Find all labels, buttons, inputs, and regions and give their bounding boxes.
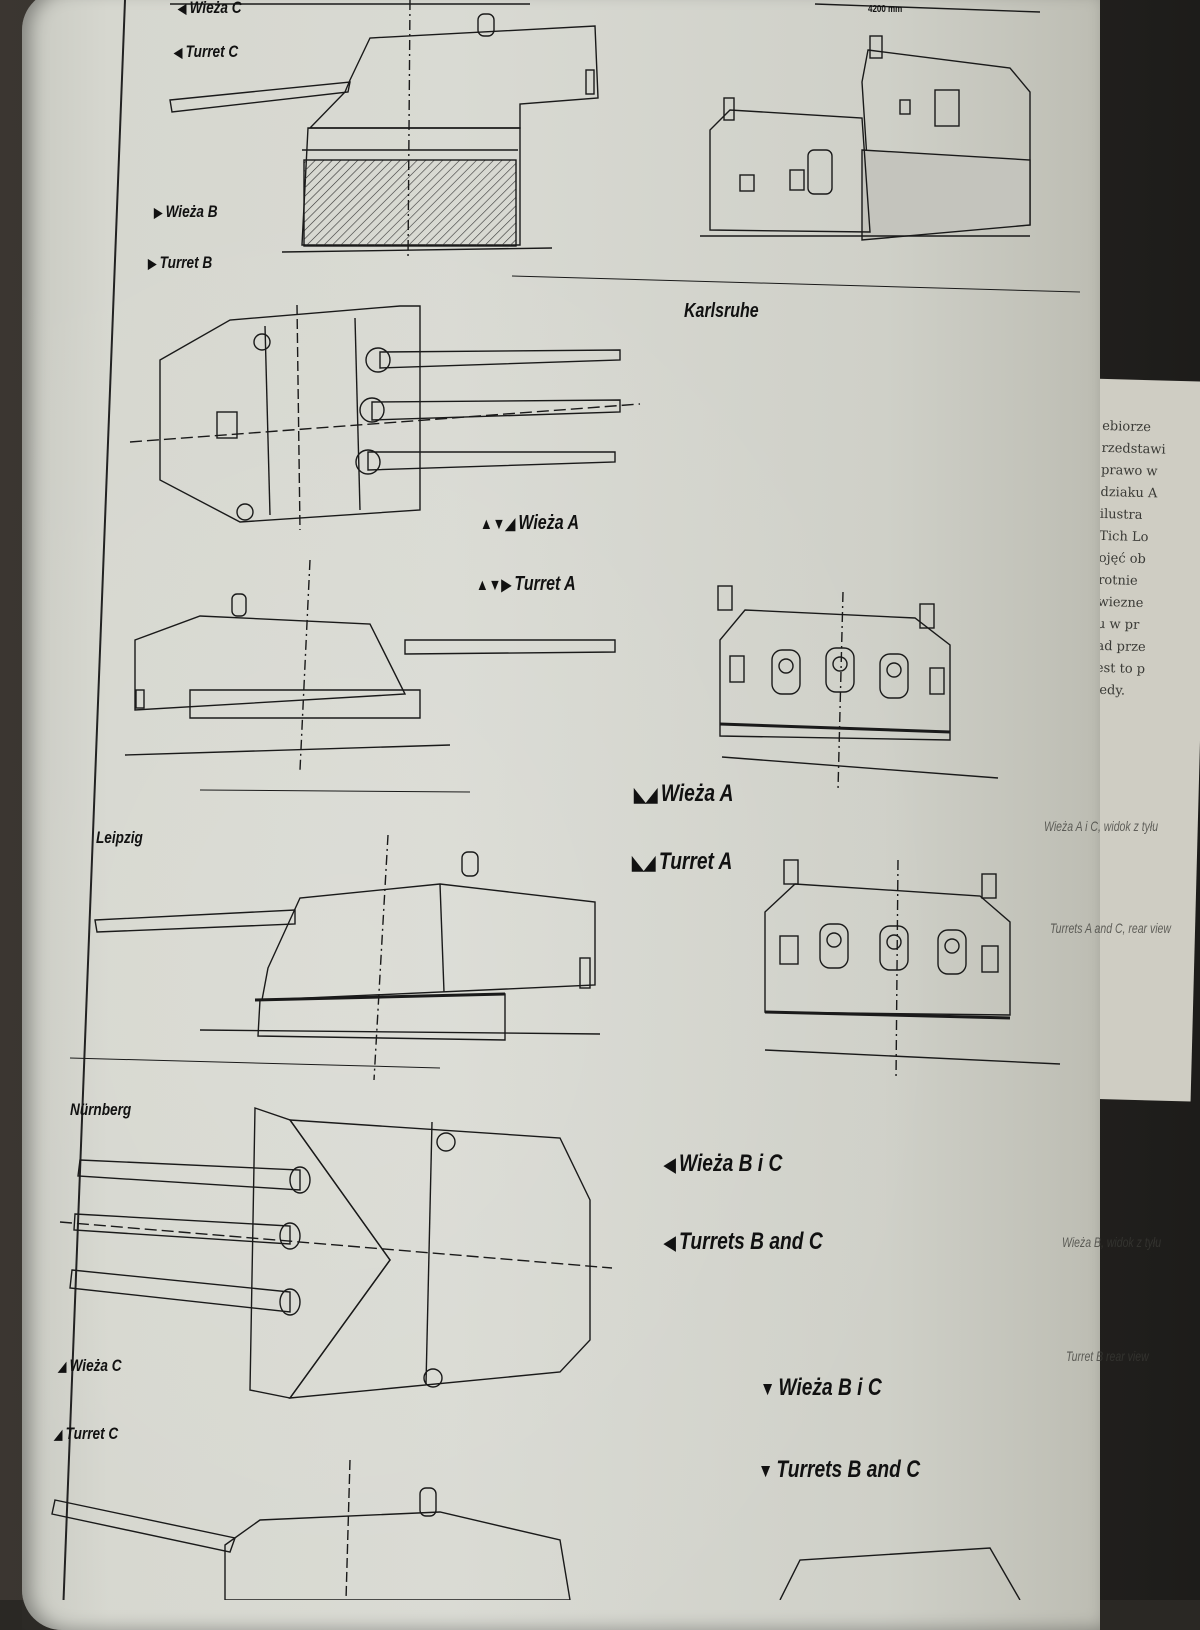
caption-leipzig: Leipzig: [96, 828, 143, 847]
triangle-up-icon: ◢: [54, 1427, 63, 1442]
nurnberg-turret-drawing: [59, 1107, 613, 1399]
corner-triangle-icon: ◣◢: [634, 785, 658, 806]
turret-a-side-drawing: [124, 559, 616, 771]
leipzig-turret-drawing: [94, 834, 601, 1081]
scale-note: 4200 mm: [868, 4, 903, 15]
side-note-b-rear-en: Turret B rear view: [1066, 1348, 1149, 1364]
label-turret-a-2: ◣◢Turret A: [632, 848, 733, 875]
label-turret-a-1: ▲▼▶Turret A: [476, 573, 576, 595]
triangle-right-icon: ▶: [154, 205, 163, 220]
label-wieza-c-top: ◀Wieża C: [178, 0, 242, 17]
label-turret-b: ▶Turret B: [148, 253, 213, 272]
turret-c-side-partial: [51, 1459, 571, 1600]
triangle-left-icon: ◀: [178, 1, 187, 16]
triangle-right-icon: ▶: [148, 256, 157, 271]
turret-bc-rear-partial: [779, 1547, 1021, 1600]
label-turrets-bc-1: ◀Turrets B and C: [664, 1228, 823, 1255]
label-turret-c-bottom: ◢Turret C: [54, 1424, 119, 1443]
triangle-up-icon: ▲▼▶: [476, 577, 512, 594]
label-wieza-bc-2: ▼Wieża B i C: [760, 1374, 882, 1401]
label-turret-c-top: ◀Turret C: [174, 42, 239, 61]
corner-triangle-icon: ◣◢: [632, 853, 656, 874]
triangle-down-icon: ▼: [760, 1379, 776, 1400]
label-turrets-bc-2: ▼Turrets B and C: [758, 1456, 921, 1483]
side-note-b-rear-pl: Wieża B, widok z tyłu: [1062, 1234, 1162, 1250]
turret-a-top-drawing: [129, 304, 641, 531]
caption-nurnberg: Nürnberg: [70, 1100, 132, 1119]
turret-a-rear-drawing-2: [764, 859, 1061, 1081]
label-wieza-b: ▶Wieża B: [154, 202, 218, 221]
side-note-a-rear-en: Turrets A and C, rear view: [1050, 920, 1171, 936]
label-wieza-c-bottom: ◢Wieża C: [58, 1356, 122, 1375]
caption-karlsruhe: Karlsruhe: [684, 300, 759, 322]
turret-b-rear-drawing: [700, 3, 1041, 241]
label-wieza-a-1: ▲▼◢Wieża A: [480, 512, 579, 534]
triangle-up-icon: ▲▼◢: [480, 516, 516, 533]
triangle-up-icon: ◢: [58, 1359, 67, 1374]
triangle-left-icon: ◀: [174, 45, 183, 60]
turret-b-side-drawing: [169, 0, 599, 261]
label-wieza-bc-1: ◀Wieża B i C: [664, 1150, 783, 1177]
triangle-left-icon: ◀: [664, 1155, 676, 1176]
triangle-left-icon: ◀: [664, 1233, 676, 1254]
triangle-down-icon: ▼: [758, 1461, 774, 1482]
side-note-a-rear-pl: Wieża A i C, widok z tyłu: [1044, 818, 1159, 834]
turret-a-rear-drawing: [717, 585, 999, 791]
label-wieza-a-2: ◣◢Wieża A: [634, 780, 734, 807]
